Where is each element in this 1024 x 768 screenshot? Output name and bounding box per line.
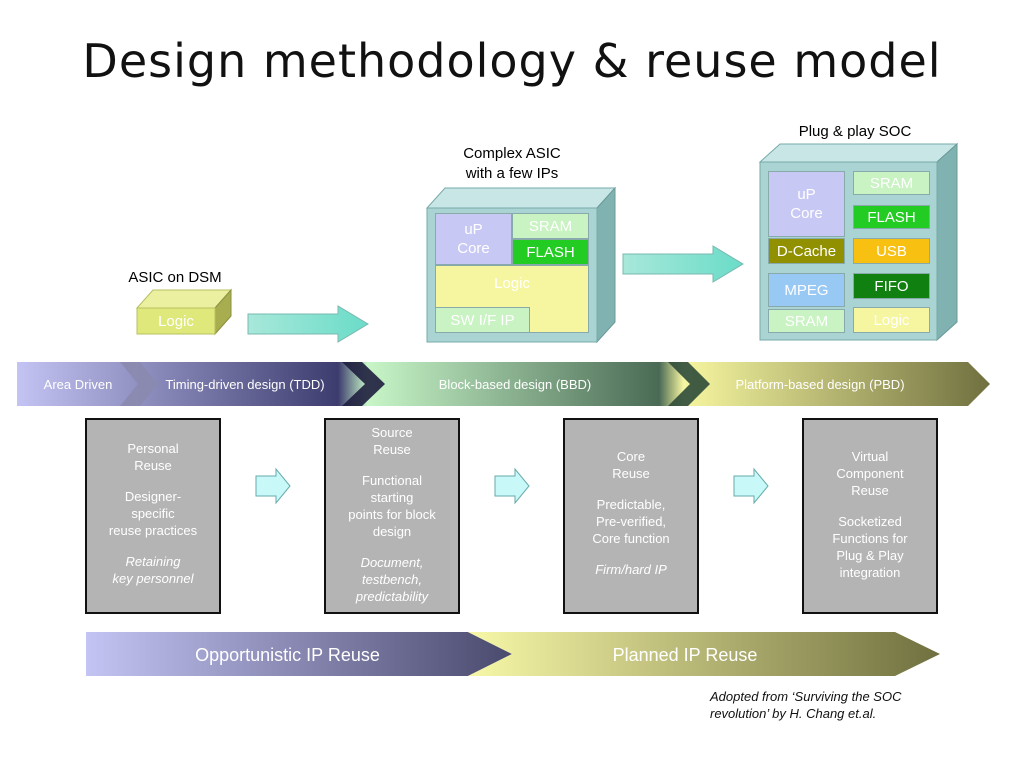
soc-sram-top: SRAM [853,171,930,195]
box3-desc3: Core function [592,531,670,546]
asic-dsm-label: ASIC on DSM [128,269,222,286]
box4-desc1: Socketized [838,514,902,529]
box3-desc2: Pre-verified, [595,514,667,529]
arrow-right-1 [247,305,369,343]
box1-desc2: specific [131,506,175,521]
source-credit: Adopted from ‘Surviving the SOC revoluti… [710,688,1010,722]
complex-asic-flash: FLASH [512,239,589,265]
source-reuse-box: Source Reuse Functional starting points … [324,418,460,614]
box1-line2: Reuse [134,458,172,473]
personal-reuse-box: Personal Reuse Designer- specific reuse … [85,418,221,614]
box1-line1: Personal [127,441,179,456]
stage-pbd: Platform-based design (PBD) [735,377,905,392]
box3-line1: Core [616,449,646,464]
arrow-right-2 [622,245,744,283]
stage-bbd: Block-based design (BBD) [438,377,592,392]
box2-desc2: starting [370,490,414,505]
box2-italic3: predictability [355,589,429,604]
complex-asic-label-line1: Complex ASIC [463,145,561,162]
credit-line1: Adopted from ‘Surviving the SOC [710,689,902,704]
soc-up-line2: Core [790,205,823,222]
stage-band [17,362,990,406]
box4-line1: Virtual [851,449,889,464]
soc-up-line1: uP [797,186,816,203]
box1-italic2: key personnel [112,571,194,586]
asic-dsm-logic: Logic [158,312,194,330]
box2-desc4: design [372,524,412,539]
box4-line2: Component [836,466,904,481]
soc-logic: Logic [853,307,930,333]
complex-asic-up-line2: Core [457,240,490,257]
arrow-small-3 [733,467,769,505]
soc-mpeg: MPEG [768,273,845,307]
soc-dcache: D-Cache [768,238,845,264]
virtual-component-reuse-box: Virtual Component Reuse Socketized Funct… [802,418,938,614]
complex-asic-swif: SW I/F IP [435,307,530,333]
box4-desc2: Functions for [832,531,908,546]
credit-line2: revolution’ by H. Chang et.al. [710,706,877,721]
stage-tdd: Timing-driven design (TDD) [165,377,325,392]
arrow-small-2 [494,467,530,505]
soc-usb: USB [853,238,930,264]
arrow-small-1 [255,467,291,505]
stage-area-driven: Area Driven [43,377,113,392]
planned-ip-reuse-label: Planned IP Reuse [612,645,758,665]
asic-dsm-block [135,288,233,336]
box4-desc4: integration [839,565,901,580]
core-reuse-box: Core Reuse Predictable, Pre-verified, Co… [563,418,699,614]
box4-line3: Reuse [851,483,889,498]
box2-italic1: Document, [360,555,424,570]
complex-asic-up-line1: uP [464,221,483,238]
soc-sram-bottom: SRAM [768,309,845,333]
soc-up-core: uP Core [768,171,845,237]
soc-label: Plug & play SOC [798,123,912,140]
box1-desc1: Designer- [124,489,182,504]
box2-line1: Source [371,425,413,440]
box2-desc1: Functional [362,473,422,488]
complex-asic-sram: SRAM [512,213,589,239]
box4-desc3: Plug & Play [836,548,904,563]
box1-desc3: reuse practices [108,523,198,538]
ip-reuse-left-arrow [86,632,512,676]
box2-italic2: testbench, [362,572,422,587]
ip-reuse-right-arrow [468,632,940,676]
box3-italic1: Firm/hard IP [595,562,667,577]
box2-desc3: points for block [348,507,436,522]
box2-line2: Reuse [373,442,411,457]
box3-line2: Reuse [612,466,650,481]
complex-asic-label: Complex ASIC with a few IPs [432,144,592,184]
opportunistic-ip-reuse-label: Opportunistic IP Reuse [195,645,380,665]
page-title: Design methodology & reuse model [82,34,942,88]
complex-asic-label-line2: with a few IPs [465,165,559,182]
complex-asic-up-core: uP Core [435,213,512,265]
soc-fifo: FIFO [853,273,930,299]
box3-desc1: Predictable, [596,497,666,512]
soc-flash: FLASH [853,205,930,229]
box1-italic1: Retaining [125,554,181,569]
